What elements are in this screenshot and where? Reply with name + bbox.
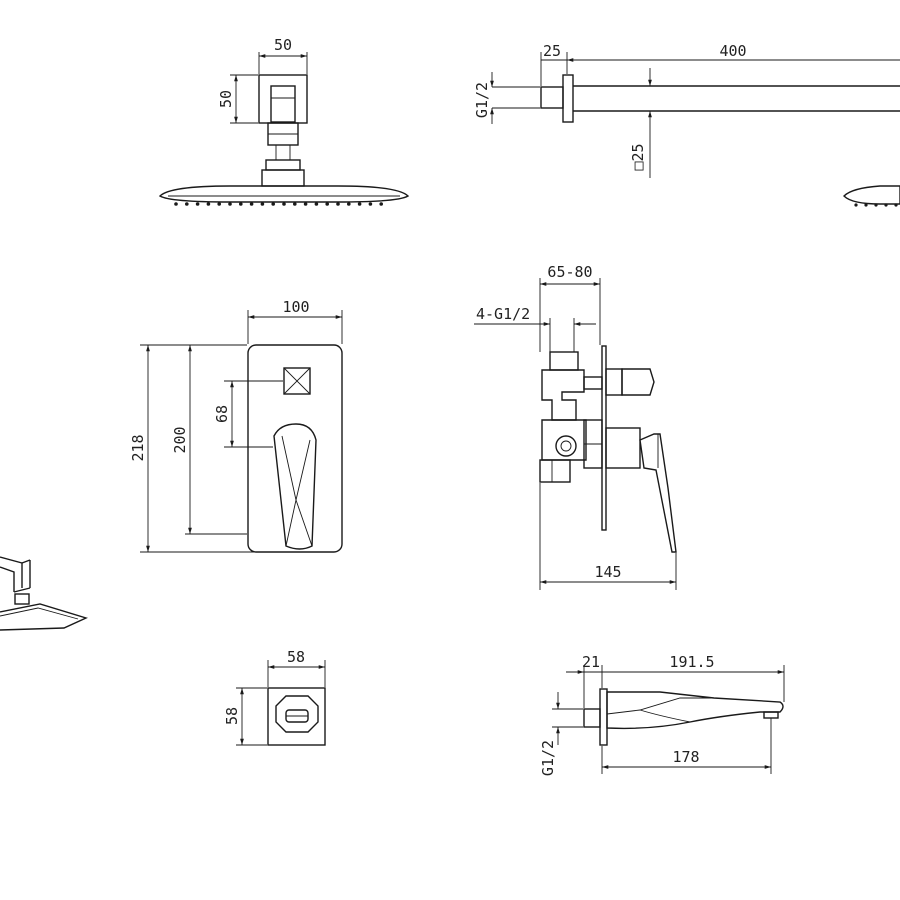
- dim-arm-thread: G1/2: [473, 72, 540, 124]
- nozzle-dot: [325, 202, 330, 206]
- mixer-valve-side-view: [539, 345, 677, 553]
- dim-label: 4-G1/2: [476, 305, 530, 323]
- dim-plate-inner-height: 200: [171, 345, 247, 535]
- dim-head-height: 50: [217, 74, 258, 124]
- nozzle-dot: [206, 202, 211, 206]
- nozzle-dot: [884, 203, 888, 207]
- nozzle-dot: [271, 202, 276, 206]
- shower-head-perspective-partial: [0, 556, 88, 631]
- dim-spout-reach: 178: [601, 718, 772, 774]
- nozzle-dot: [379, 202, 384, 206]
- nozzle-dot: [864, 203, 868, 207]
- dim-label: 58: [287, 648, 305, 666]
- nozzle-dot: [368, 202, 373, 206]
- dim-label: 58: [223, 707, 241, 725]
- nozzle-dot: [874, 203, 878, 207]
- dim-label: 68: [213, 405, 231, 423]
- dim-spout-length: 191.5: [602, 653, 785, 702]
- nozzle-dot: [347, 202, 351, 206]
- nozzle-dot: [195, 202, 200, 206]
- dim-label: 400: [719, 42, 746, 60]
- dim-head-width: 50: [258, 36, 308, 74]
- nozzle-dot: [357, 202, 362, 206]
- dim-valve-total-depth: 145: [539, 483, 677, 590]
- dim-label: 178: [672, 748, 699, 766]
- dim-valve-inlets: 4-G1/2: [474, 305, 596, 352]
- nozzle-dot: [303, 202, 308, 206]
- nozzle-dot: [282, 202, 286, 206]
- dim-label: 21: [582, 653, 600, 671]
- nozzle-dot: [217, 202, 221, 206]
- nozzle-dot: [293, 202, 297, 206]
- nozzle-dot: [174, 202, 178, 206]
- nozzle-dot: [314, 202, 319, 206]
- dim-label: 100: [282, 298, 309, 316]
- dim-label: 50: [274, 36, 292, 54]
- nozzle-dot: [336, 202, 340, 206]
- dim-spout-flange: 21: [566, 653, 603, 708]
- dim-plate-outer-height: 218: [129, 344, 285, 553]
- nozzle-dot: [260, 202, 265, 206]
- dim-arm-section: □25: [629, 68, 652, 178]
- dim-arm-flange: 25: [540, 42, 568, 86]
- dim-label: 25: [543, 42, 561, 60]
- diverter-button-front-view: [267, 687, 326, 746]
- dim-label: 218: [129, 434, 147, 461]
- shower-arm-side-view: [540, 74, 900, 207]
- nozzle-dot: [249, 202, 254, 206]
- spout-side-view: [583, 688, 784, 746]
- dim-label: 65-80: [547, 263, 592, 281]
- dim-button-width: 58: [267, 648, 326, 687]
- dim-label: G1/2: [473, 82, 491, 118]
- dim-arm-length: 400: [567, 42, 900, 62]
- dim-label: 50: [217, 90, 235, 108]
- dim-valve-depth-range: 65-80: [539, 263, 601, 352]
- dim-label: 145: [594, 563, 621, 581]
- dim-button-height: 58: [223, 687, 267, 746]
- dim-plate-width: 100: [247, 298, 343, 344]
- dim-center-distance: 68: [213, 380, 283, 448]
- dim-spout-thread: G1/2: [539, 692, 583, 776]
- dim-label: G1/2: [539, 740, 557, 776]
- nozzle-dot: [854, 203, 858, 207]
- dim-label: 200: [171, 426, 189, 453]
- shower-head-front-view: [158, 74, 410, 206]
- nozzle-dot: [185, 202, 189, 206]
- nozzle-dot: [228, 202, 232, 206]
- nozzle-dot: [894, 203, 898, 207]
- nozzle-dot: [239, 202, 243, 206]
- mixer-valve-front-view: [247, 344, 343, 553]
- dim-label: □25: [629, 143, 647, 170]
- dim-label: 191.5: [669, 653, 714, 671]
